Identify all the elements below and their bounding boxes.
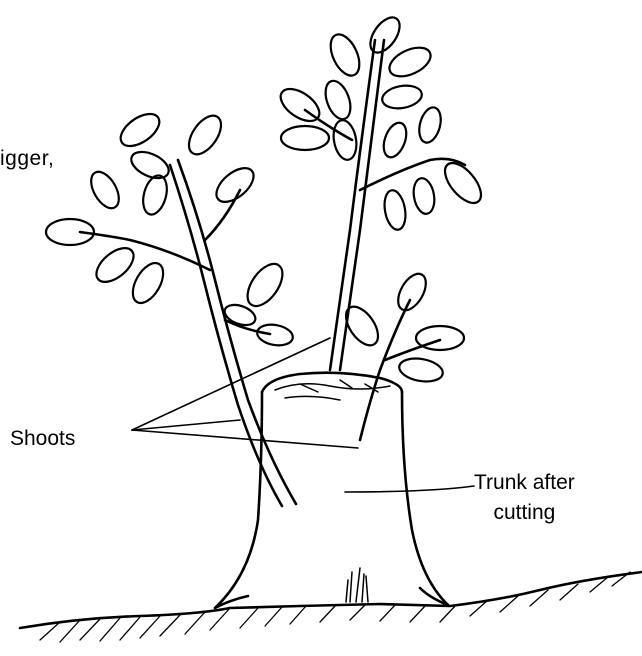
trunk-base-grass (346, 568, 368, 602)
shoot-center-stem (330, 40, 375, 370)
leaves (46, 12, 488, 384)
shoots-label: Shoots (10, 428, 75, 449)
trunk-label-line1: Trunk after (474, 468, 575, 498)
ground-hatching (40, 572, 630, 642)
trunk-leader-line (345, 486, 474, 492)
trunk-right-edge (402, 392, 448, 605)
trunk-after-cutting-label: Trunk after cutting (474, 468, 575, 528)
shoot-left-stem (178, 160, 296, 504)
trunk-left-edge (215, 392, 262, 608)
shoot-left-branch3 (205, 190, 240, 240)
ground-line (20, 572, 642, 628)
partial-caption-text: igger, (0, 148, 54, 169)
stump-top (262, 373, 402, 392)
trunk-label-line2: cutting (474, 498, 575, 528)
